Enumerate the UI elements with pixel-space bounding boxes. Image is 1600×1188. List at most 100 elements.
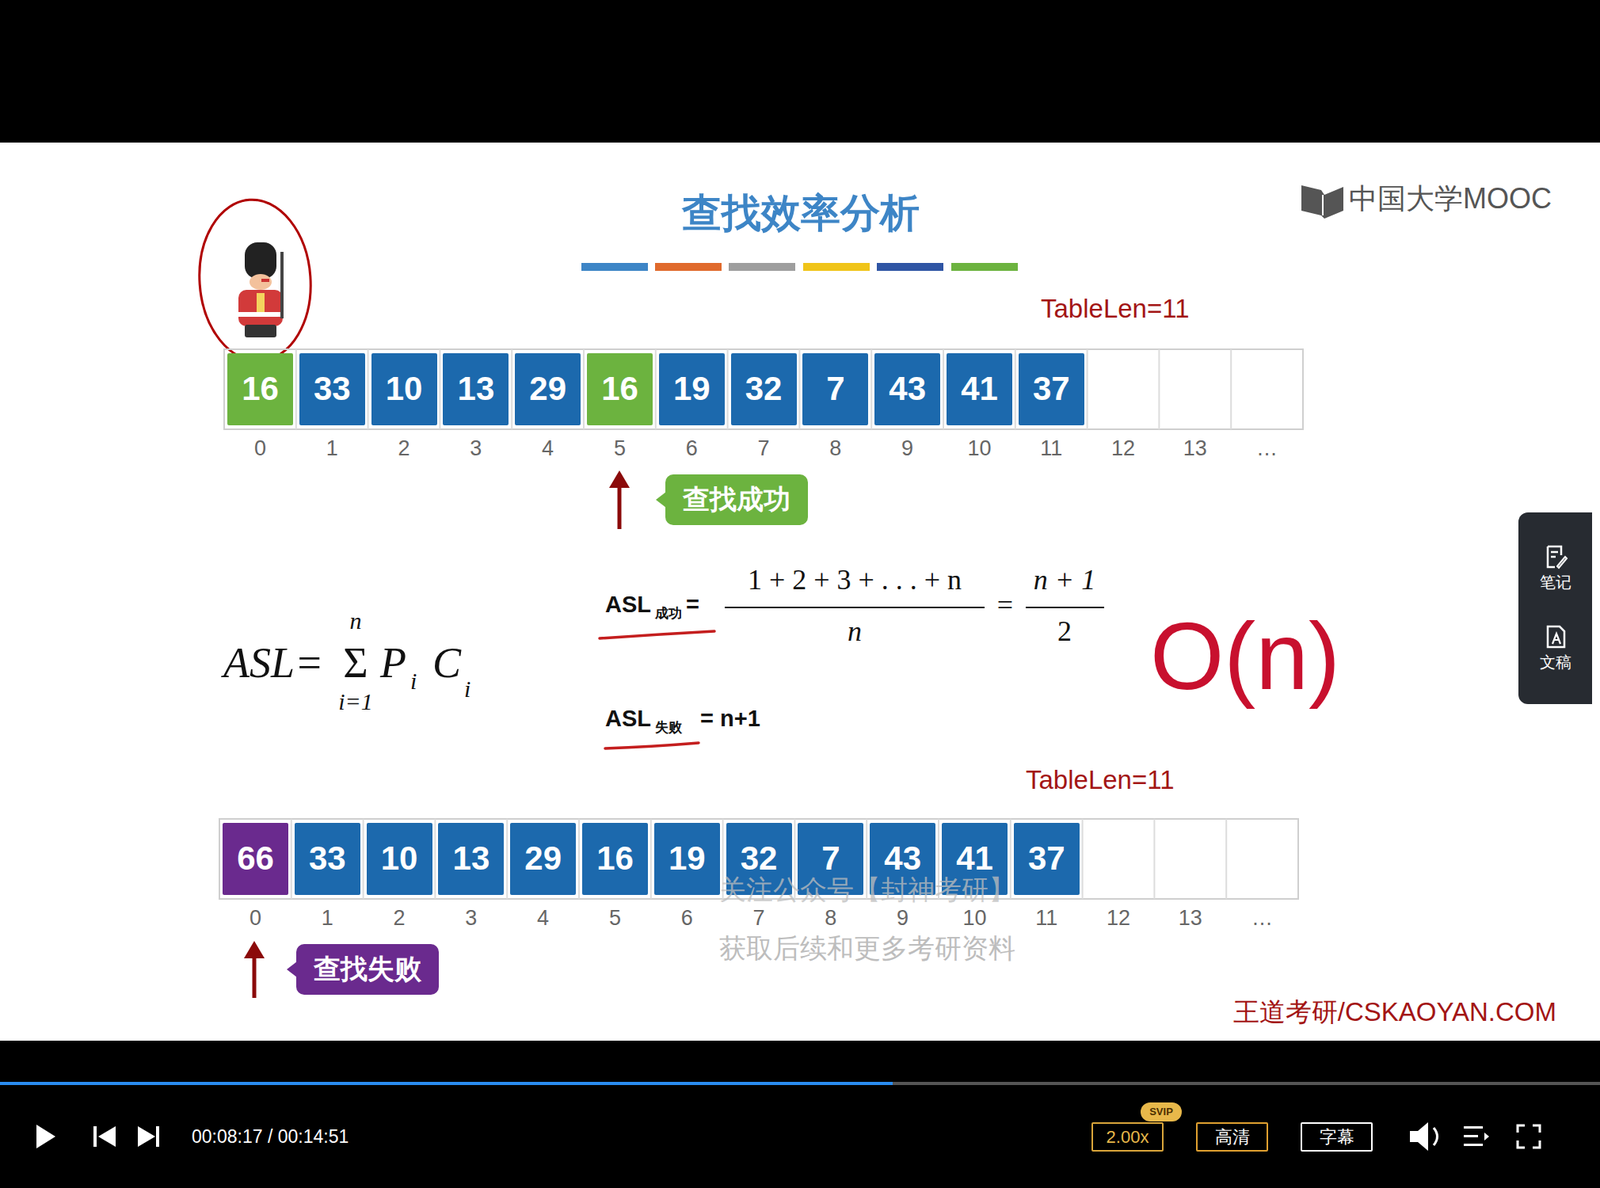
- node-text: 29: [524, 839, 562, 878]
- sum-lower: i=1: [338, 688, 374, 717]
- index-number: 2: [392, 906, 405, 931]
- index-number: 4: [541, 436, 554, 461]
- handwritten-complexity: O(n): [1150, 601, 1341, 711]
- array-cell: 41: [946, 353, 1013, 426]
- table-length: TableLen=11: [1025, 765, 1174, 796]
- formula-subscript: i: [464, 675, 471, 704]
- asl-text: ASL: [605, 591, 652, 618]
- index-number: 4: [537, 906, 549, 931]
- node-text: SVIP: [1149, 1106, 1174, 1119]
- node-text: 41: [960, 369, 999, 408]
- node-text: 16: [596, 839, 634, 878]
- index-number: 0: [254, 436, 267, 461]
- index-number: 9: [901, 436, 914, 461]
- node-text: 查找失败: [313, 953, 422, 985]
- node-text: 字幕: [1319, 1127, 1355, 1147]
- node-text: 13: [453, 839, 491, 878]
- time-display: 00:08:17 / 00:14:51: [191, 1126, 349, 1147]
- video-letterbox: [0, 0, 1600, 143]
- sum-upper: n: [350, 607, 362, 636]
- panel-text: 笔记: [1539, 571, 1572, 594]
- node-text: 7: [826, 369, 845, 408]
- node-text: 32: [740, 839, 778, 878]
- side-panel: 笔记文稿: [1518, 512, 1593, 705]
- formula-symbol: C: [432, 638, 461, 688]
- index-number: 7: [757, 436, 770, 461]
- asl-text: ASL: [605, 705, 652, 732]
- panel-item: 笔记: [1539, 543, 1572, 594]
- node-text: 43: [888, 369, 926, 408]
- logo-text: 中国大学MOOC: [1348, 182, 1552, 215]
- fraction-bars: [724, 606, 1105, 609]
- array-cell: 19: [654, 822, 720, 896]
- failure-callout: 查找失败: [296, 944, 439, 995]
- node-text: 43: [883, 839, 922, 878]
- formula-symbol: P: [380, 638, 407, 688]
- array-cell: 7: [802, 353, 869, 426]
- node-text: 19: [673, 369, 711, 408]
- node-text: 33: [308, 839, 347, 878]
- vip-badge: SVIP: [1140, 1102, 1182, 1122]
- array-cell: 32: [731, 353, 797, 426]
- fraction-denominator: n: [847, 615, 862, 648]
- equals-sign: =: [685, 591, 700, 618]
- node-text: 19: [668, 839, 706, 878]
- node-text: 37: [1028, 839, 1066, 878]
- index-number: …: [1256, 436, 1278, 461]
- success-callout: 查找成功: [665, 474, 808, 526]
- array-cell: 19: [659, 353, 725, 426]
- index-number: 5: [609, 906, 621, 931]
- node-text: 37: [1032, 369, 1071, 408]
- array-cell: 16: [227, 353, 294, 426]
- index-number: 1: [326, 436, 339, 461]
- node-text: 查找成功: [682, 483, 791, 515]
- hand-drawn-circle: [194, 195, 317, 365]
- index-number: 13: [1178, 906, 1203, 931]
- quality-button: 高清: [1196, 1122, 1269, 1152]
- soldier-illustration: [238, 242, 283, 338]
- node-text: 33: [313, 369, 351, 408]
- logo-icon: [1301, 185, 1344, 219]
- speed-button: 2.00x: [1091, 1122, 1164, 1152]
- watermark: 关注公众号【封神考研】: [719, 874, 1016, 906]
- index-number: 10: [962, 906, 987, 931]
- array-cell: 33: [299, 353, 366, 426]
- index-number: 6: [681, 906, 694, 931]
- node-text: 高清: [1215, 1127, 1250, 1147]
- asl-subscript: 失败: [655, 720, 682, 736]
- node-text: 2.00x: [1106, 1127, 1150, 1147]
- array-cell: 37: [1018, 353, 1085, 426]
- index-number: 13: [1183, 436, 1208, 461]
- player-bar: [0, 1040, 1600, 1188]
- array-cell: 29: [510, 822, 576, 896]
- progress-bar: [0, 1081, 1600, 1086]
- watermark: 获取后续和更多考研资料: [719, 933, 1016, 964]
- array-grids: [219, 349, 1303, 900]
- index-number: 8: [824, 906, 837, 931]
- panel-item: 文稿: [1539, 623, 1572, 674]
- index-number: 10: [967, 436, 991, 461]
- asl-subscript: 成功: [655, 605, 682, 622]
- pointer-arrows: [243, 470, 630, 999]
- formula-subscript: i: [410, 667, 417, 696]
- node-text: 66: [236, 839, 275, 878]
- index-number: 11: [1040, 436, 1063, 461]
- color-bars: [581, 262, 1018, 271]
- panel-icon: [1542, 623, 1570, 651]
- array-cell: 13: [438, 822, 504, 896]
- fraction-denominator: 2: [1057, 615, 1072, 648]
- sum-sign: Σ: [342, 638, 368, 688]
- array-cell: 13: [442, 353, 509, 426]
- node-text: 10: [385, 369, 423, 408]
- panel-icon: [1542, 543, 1570, 571]
- array-cell: 16: [586, 353, 653, 426]
- node-text: 29: [529, 369, 567, 408]
- node-text: 41: [956, 839, 994, 878]
- array-cell: 29: [514, 353, 581, 426]
- hand-underlines: [599, 631, 715, 749]
- equals-sign: =: [997, 589, 1014, 622]
- index-number: 2: [397, 436, 410, 461]
- index-number: 12: [1111, 436, 1136, 461]
- fraction-numerator: n + 1: [1033, 563, 1096, 597]
